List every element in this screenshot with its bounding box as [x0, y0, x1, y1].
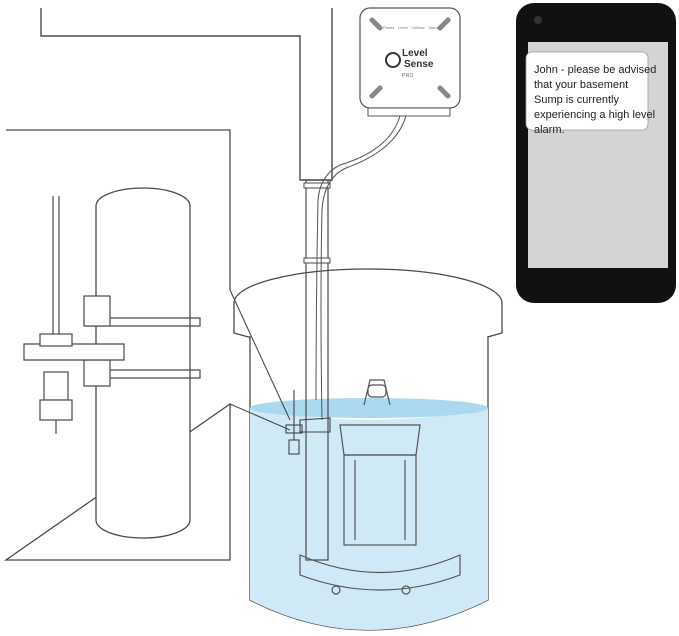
alert-message-text: John - please be advised that your basem…: [534, 64, 657, 136]
device-brand: Level Sense PRO: [402, 48, 462, 82]
brand-sub: PRO: [402, 73, 414, 79]
brand-line-2: Sense: [404, 59, 434, 70]
smartphone: [516, 3, 676, 303]
zoom-inset: [3, 129, 231, 561]
sump-pump: [299, 379, 461, 595]
sensor-wire: [315, 115, 401, 401]
message-bubble: [525, 51, 649, 131]
led-level-label: Level: [398, 25, 408, 30]
water-surface: [250, 398, 488, 418]
water-body: [250, 408, 488, 630]
riser-pipe: [305, 179, 329, 561]
discharge-pipe: [40, 8, 333, 181]
device-led-labels: Power Level Cellular Alarm: [383, 25, 439, 30]
device-logo-icon: [385, 52, 401, 68]
callout-line-bottom: [229, 403, 291, 431]
brand-line-1: Level: [402, 48, 428, 59]
level-sense-device: [359, 7, 461, 117]
callout-line-top: [229, 289, 291, 421]
float-switch: [285, 390, 331, 455]
led-alarm-label: Alarm: [428, 25, 439, 30]
led-power-label: Power: [383, 25, 395, 30]
led-cellular-label: Cellular: [411, 25, 425, 30]
